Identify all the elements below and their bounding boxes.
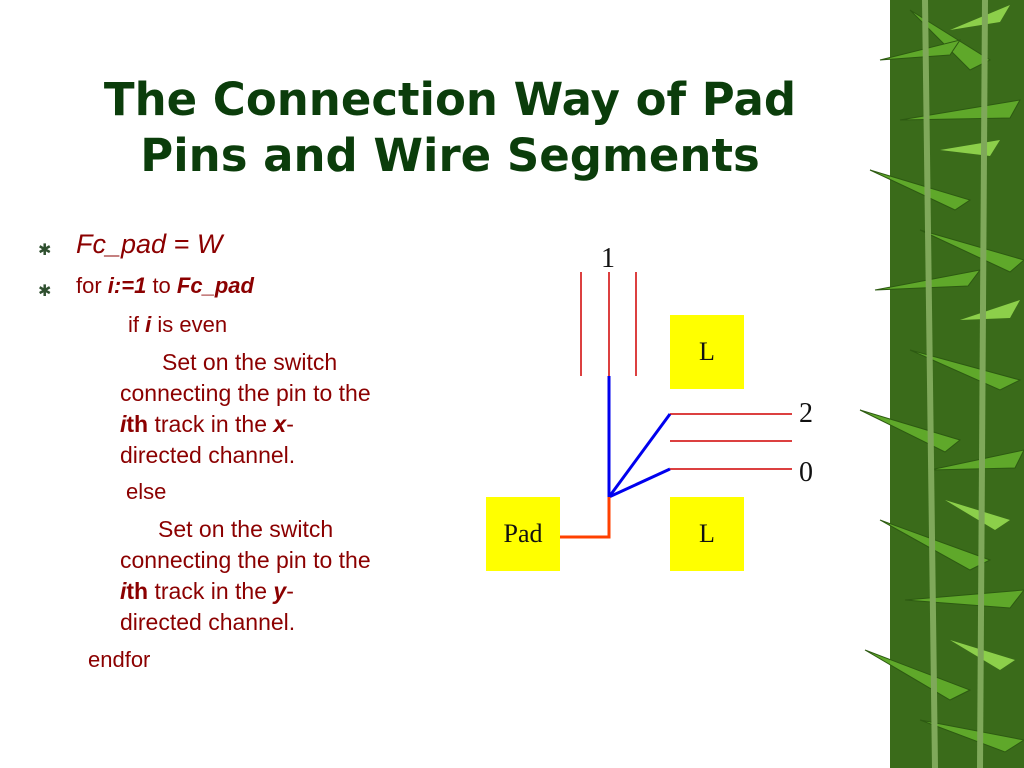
bullet-fc-pad: Fc_pad = W [76, 229, 222, 260]
logic-block-bottom-label: L [699, 519, 715, 548]
bamboo-decoration [850, 0, 1024, 768]
then-line-4: directed channel. [120, 442, 296, 468]
endfor-keyword: endfor [88, 647, 151, 672]
track-label-2: 2 [799, 398, 813, 429]
loop-end: Fc_pad [176, 273, 254, 298]
title-line-1: The Connection Way of Pad [103, 73, 797, 126]
then-line-3: ith track in the x- [120, 411, 294, 437]
else-keyword: else [126, 479, 167, 504]
pad-wire [560, 497, 611, 539]
to-keyword: to [146, 273, 177, 298]
then-action: Set on the switch connecting the pin to … [120, 347, 371, 471]
switch-to-track-0 [608, 467, 671, 499]
bullet-star-icon: ✱ [38, 281, 52, 300]
then-line-2: connecting the pin to the [120, 380, 371, 406]
loop-start: i:=1 [107, 273, 147, 298]
bullet-for-loop: for i:=1 to Fc_pad [76, 273, 254, 299]
for-keyword: for [76, 273, 108, 298]
then-line-1: Set on the switch [162, 349, 338, 375]
bullet-star-icon: ✱ [38, 240, 52, 259]
fc-pad-formula: Fc_pad = W [76, 229, 223, 259]
else-line-1: Set on the switch [158, 516, 334, 542]
track-label-0: 0 [799, 457, 813, 488]
pad-block-label: Pad [503, 519, 543, 548]
else-line-4: directed channel. [120, 609, 296, 635]
else-line-2: connecting the pin to the [120, 547, 371, 573]
if-statement: if i is even [128, 312, 228, 337]
else-action: Set on the switch connecting the pin to … [120, 514, 371, 638]
logic-block-bottom: L [670, 497, 744, 571]
else-line-3: ith track in the y- [120, 578, 294, 604]
slide-title: The Connection Way of Pad Pins and Wire … [40, 72, 860, 184]
title-line-2: Pins and Wire Segments [140, 129, 760, 182]
pad-block: Pad [486, 497, 560, 571]
track-label-1: 1 [601, 243, 615, 274]
logic-block-top-label: L [699, 337, 715, 366]
logic-block-top: L [670, 315, 744, 389]
switch-to-track-2 [607, 413, 672, 498]
